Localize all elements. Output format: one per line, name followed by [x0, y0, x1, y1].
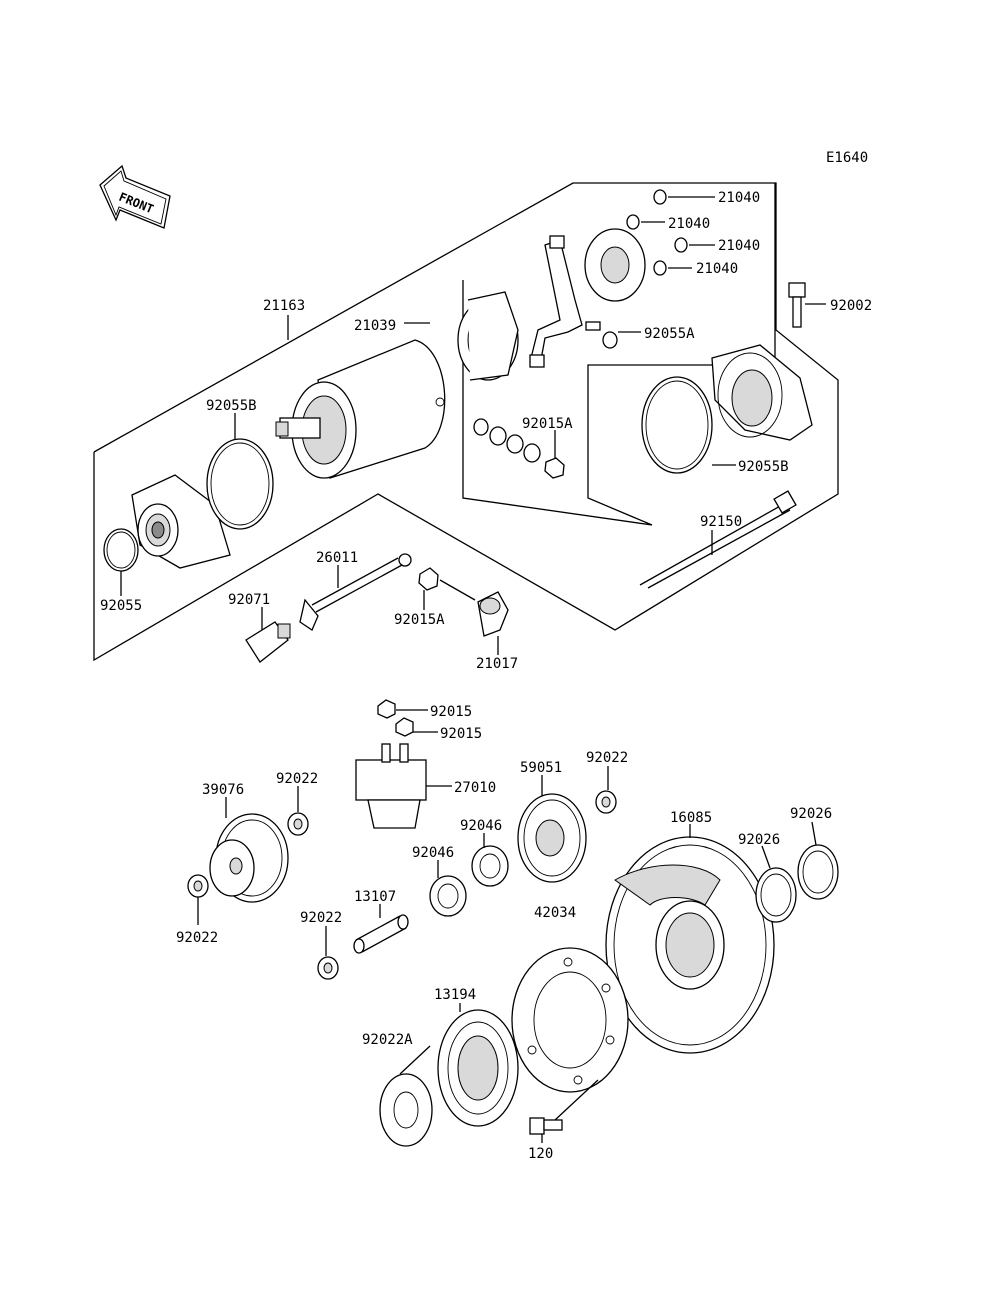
brush-21040-3: [674, 237, 688, 253]
label-21040-a: 21040: [718, 190, 760, 206]
label-13107: 13107: [354, 889, 396, 905]
label-13194: 13194: [434, 987, 476, 1003]
label-21040-d: 21040: [696, 261, 738, 277]
group-outline-starter: [93, 182, 839, 662]
label-92002: 92002: [830, 298, 872, 314]
label-21040-b: 21040: [668, 216, 710, 232]
washer-stack: [473, 418, 565, 479]
starter-motor: [275, 339, 446, 479]
label-92022-left-top: 92022: [276, 771, 318, 787]
label-92046-right: 92046: [460, 818, 502, 834]
brush-21040-2: [626, 214, 640, 230]
clutch-housing-42034: [511, 947, 629, 1093]
label-92015-b: 92015: [440, 726, 482, 742]
label-27010: 27010: [454, 780, 496, 796]
bolt-92002: [788, 282, 806, 328]
terminal-21017: [477, 591, 509, 637]
label-16085: 16085: [670, 810, 712, 826]
through-bolt-92150: [639, 490, 797, 589]
label-21163: 21163: [263, 298, 305, 314]
idler-gear-39076: [209, 813, 289, 903]
label-92055b-left: 92055B: [206, 398, 257, 414]
label-59051: 59051: [520, 760, 562, 776]
diagram-code: E1640: [826, 150, 868, 166]
washer-92026-b: [797, 844, 839, 900]
label-92022-mid: 92022: [300, 910, 342, 926]
label-92022a: 92022A: [362, 1032, 413, 1048]
label-39076: 39076: [202, 782, 244, 798]
label-92015-a: 92015: [430, 704, 472, 720]
label-26011: 26011: [316, 550, 358, 566]
one-way-clutch-13194: [437, 1009, 519, 1127]
brush-21040-1: [653, 189, 667, 205]
label-92071: 92071: [228, 592, 270, 608]
brush-21040-4: [653, 260, 667, 276]
bearing-92046-b: [429, 875, 467, 917]
leader-lines: [120, 196, 826, 1143]
nut-92015a-bottom: [418, 567, 439, 591]
o-ring-92055b-right: [641, 376, 713, 474]
relay-27010: [355, 743, 427, 829]
label-42034: 42034: [534, 905, 576, 921]
label-21040-c: 21040: [718, 238, 760, 254]
bolt-120: [529, 1117, 563, 1135]
label-92015a-bottom: 92015A: [394, 612, 445, 628]
cable-26011: [299, 553, 412, 631]
nut-92015-2: [395, 717, 414, 737]
label-92055a: 92055A: [644, 326, 695, 342]
label-21017: 21017: [476, 656, 518, 672]
label-21039: 21039: [354, 318, 396, 334]
brush-holder-ring: [457, 291, 519, 381]
label-92022-top-right: 92022: [586, 750, 628, 766]
starter-rear-cover: [711, 344, 813, 441]
cap-92071: [245, 621, 291, 663]
o-ring-92055a: [602, 331, 618, 349]
label-92055b-right: 92055B: [738, 459, 789, 475]
shaft-13107: [353, 914, 409, 954]
nut-92015-1: [377, 699, 396, 719]
starter-front-cover: [131, 474, 231, 569]
o-ring-92055b-left: [206, 438, 274, 530]
washer-92026-a: [755, 867, 797, 923]
label-120: 120: [528, 1146, 553, 1162]
bearing-92046-a: [471, 845, 509, 887]
brush-plate: [529, 228, 646, 368]
label-92015a-top: 92015A: [522, 416, 573, 432]
front-arrow-icon: FRONT: [99, 164, 171, 229]
label-92150: 92150: [700, 514, 742, 530]
o-ring-92055: [103, 528, 139, 572]
gear-59051: [517, 793, 587, 883]
label-92046-left: 92046: [412, 845, 454, 861]
starter-gear-16085: [605, 836, 775, 1054]
label-92026-right: 92026: [790, 806, 832, 822]
washer-92022a: [379, 1073, 433, 1147]
label-92055: 92055: [100, 598, 142, 614]
label-92026-left: 92026: [738, 832, 780, 848]
label-92022-left-bottom: 92022: [176, 930, 218, 946]
